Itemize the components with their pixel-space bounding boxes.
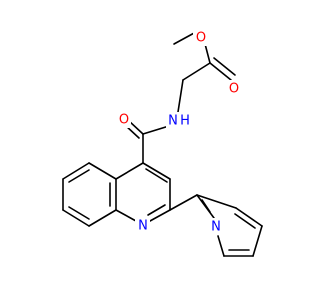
bond-ch2-nh	[177, 79, 184, 113]
atom-ester-o-double: O	[229, 82, 239, 97]
bond-c4-c3	[142, 162, 171, 180]
bond-layer	[62, 31, 263, 257]
bond-carbonyl-ch2	[182, 62, 211, 81]
bond-pyr-c4-c3-inner	[234, 213, 256, 229]
bond-nh-amide-c	[142, 125, 170, 135]
atom-amide-h: H	[180, 114, 190, 129]
bond-c2-n1	[149, 209, 171, 222]
bond-c2-n1-inner	[147, 204, 166, 216]
atom-quinoline-n: N	[138, 219, 148, 234]
atom-ester-o-single: O	[196, 31, 206, 46]
atom-amide-o: O	[119, 113, 129, 128]
bond-pyr-c3-c2	[196, 194, 237, 209]
bond-pyr-c5-c4	[252, 225, 263, 257]
bond-c5-c6-inner	[68, 169, 90, 183]
bond-pyr-c4-c3	[235, 207, 263, 227]
atom-amide-n: N	[168, 114, 178, 129]
bond-amide-c-o-1	[128, 120, 144, 135]
bond-methyl-o	[173, 31, 197, 45]
bond-c4a-c4	[115, 162, 144, 180]
bond-c4-c3-inner	[145, 168, 168, 183]
bond-ester-c-o-double-2	[213, 57, 236, 76]
bond-c8-c8a	[88, 209, 117, 227]
atom-layer: O O N H O N N	[116, 29, 241, 235]
bond-c7-c8	[62, 209, 90, 227]
molecule-structure: O O N H O N N	[62, 29, 263, 257]
atom-pyridine-n: N	[211, 220, 221, 235]
bond-n1-c8a	[115, 209, 137, 222]
bond-pyr-c2-n-inner	[201, 199, 211, 213]
bond-ester-c-o-double-1	[209, 62, 232, 81]
bond-c5-c6	[62, 162, 90, 180]
bond-c7-c8-inner	[68, 206, 90, 220]
bond-c4a-c5	[88, 162, 117, 180]
bond-pyr-n-c6	[217, 235, 225, 257]
bond-c2-pyr-c2	[169, 194, 198, 211]
